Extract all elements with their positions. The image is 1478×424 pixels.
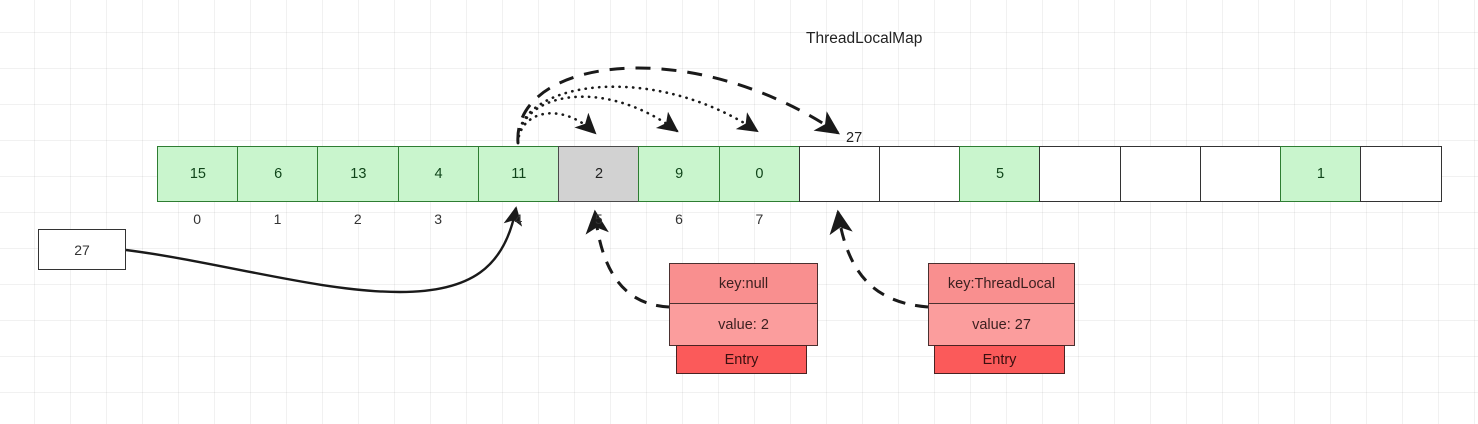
- entry-threadlocal-pointer-curve: [829, 209, 929, 309]
- hash-value-label: 27: [846, 130, 863, 146]
- hash-pointer-curve: [125, 206, 523, 294]
- table-slot-4: 11: [477, 146, 560, 202]
- probe-arc-4-to-7: [516, 85, 759, 145]
- table-slot-11: [1039, 146, 1122, 202]
- entry-node-threadlocal: key:ThreadLocal value: 27 Entry: [928, 263, 1075, 375]
- hash-source-box: 27: [38, 229, 126, 270]
- table-slot-8: [798, 146, 881, 202]
- index-label-7: 7: [755, 211, 764, 227]
- insert-arc-4-to-8: [516, 66, 840, 144]
- table-slot-12: [1119, 146, 1202, 202]
- table-slot-3: 4: [397, 146, 480, 202]
- entry-null-pointer-curve: [585, 209, 670, 309]
- diagram-title: ThreadLocalMap: [806, 30, 923, 47]
- table-slot-10: 5: [959, 146, 1041, 202]
- index-label-3: 3: [434, 211, 442, 227]
- index-label-4: 4: [514, 211, 523, 227]
- table-slot-1: 6: [237, 146, 320, 202]
- index-label-2: 2: [353, 211, 362, 227]
- entry-type-label: Entry: [676, 345, 807, 375]
- table-slot-13: [1199, 146, 1282, 202]
- probe-arc-4-to-6: [516, 95, 679, 145]
- entry-value-field: value: 27: [928, 303, 1075, 347]
- table-slot-0: 15: [157, 146, 239, 202]
- probe-arc-4-to-5: [516, 112, 597, 145]
- entry-type-label: Entry: [934, 345, 1065, 375]
- entry-key-field: key:null: [669, 263, 818, 305]
- table-slot-7: 0: [718, 146, 801, 202]
- index-label-0: 0: [193, 211, 202, 227]
- index-label-6: 6: [675, 211, 683, 227]
- index-label-5: 5: [594, 211, 603, 227]
- table-slot-5: 2: [558, 146, 640, 202]
- entry-node-stale: key:null value: 2 Entry: [669, 263, 818, 375]
- table-slot-6: 9: [638, 146, 721, 202]
- entry-value-field: value: 2: [669, 303, 818, 347]
- entry-key-field: key:ThreadLocal: [928, 263, 1075, 305]
- table-slot-14: 1: [1280, 146, 1362, 202]
- table-slot-9: [878, 146, 961, 202]
- table-slot-15: [1360, 146, 1443, 202]
- index-label-1: 1: [273, 211, 282, 227]
- table-slot-2: 13: [317, 146, 400, 202]
